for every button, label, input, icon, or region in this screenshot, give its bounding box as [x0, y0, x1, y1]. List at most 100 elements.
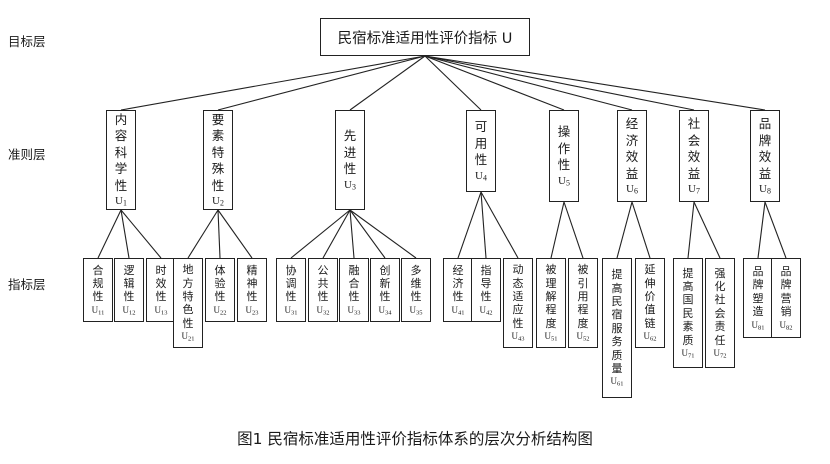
indicator-box-u51-code-letter: U — [544, 331, 552, 342]
root-goal-box: 民宿标准适用性评价指标 U — [320, 18, 530, 56]
indicator-box-u71-char: 质 — [682, 333, 694, 347]
criterion-to-indicator-line-u22 — [217, 209, 221, 259]
criterion-to-indicator-line-u11 — [97, 209, 122, 259]
criterion-box-u2-code-subscript: 2 — [220, 199, 224, 209]
indicator-box-u31-char: 性 — [285, 290, 297, 304]
criterion-box-u8-code-subscript: 8 — [767, 186, 771, 196]
indicator-box-u51-char: 程 — [545, 303, 557, 317]
indicator-box-u62-char: 链 — [644, 316, 656, 330]
criterion-to-indicator-line-u34 — [349, 209, 386, 259]
indicator-box-u52-code-subscript: 52 — [583, 335, 590, 343]
indicator-box-u71-code: U71 — [682, 348, 695, 359]
indicator-box-u11-char: 合 — [92, 263, 104, 277]
indicator-box-u23-char: 神 — [246, 277, 258, 291]
criterion-box-u3-code: U3 — [344, 179, 356, 192]
criterion-box-u1-char: 学 — [114, 161, 128, 177]
indicator-box-u21-code: U21 — [182, 331, 195, 342]
criterion-box-u3-code-letter: U — [344, 178, 352, 191]
criterion-box-u6-code: U6 — [626, 183, 638, 196]
root-to-criterion-line-u7 — [424, 55, 695, 111]
root-to-criterion-line-u6 — [424, 55, 633, 111]
criterion-box-u5-code: U5 — [558, 175, 570, 188]
indicator-box-u51-label: 被理解程度 — [546, 263, 557, 330]
criterion-box-u3-char: 性 — [343, 161, 357, 177]
indicator-box-u51-char: 度 — [545, 316, 557, 330]
criterion-box-u8-label: 品牌效益 — [759, 116, 772, 182]
indicator-box-u71-code-letter: U — [681, 348, 689, 358]
indicator-box-u13-code-subscript: 13 — [161, 309, 168, 317]
indicator-box-u52-char: 度 — [577, 316, 589, 330]
criterion-to-indicator-line-u81 — [757, 201, 766, 259]
indicator-box-u13-char: 时 — [155, 263, 167, 277]
indicator-box-u41-char: 性 — [452, 290, 464, 304]
criterion-box-u5-code-letter: U — [558, 174, 566, 187]
root-to-criterion-line-u2 — [217, 55, 426, 111]
criterion-box-u2-char: 素 — [211, 128, 225, 144]
indicator-box-u21-char: 色 — [182, 303, 194, 317]
indicator-box-u71-label: 提高国民素质 — [683, 267, 694, 347]
indicator-box-u12-code-letter: U — [122, 304, 130, 315]
criterion-box-u1-char: 容 — [114, 128, 128, 144]
indicator-box-u12-label: 逻辑性 — [124, 264, 135, 304]
indicator-box-u81-char: 造 — [752, 305, 764, 319]
indicator-box-u35-char: 性 — [410, 290, 422, 304]
indicator-box-u72-char: 强 — [714, 266, 726, 280]
indicator-box-u13-char: 效 — [155, 277, 167, 291]
criterion-box-u8-char: 牌 — [758, 132, 772, 148]
indicator-box-u35-char: 维 — [410, 277, 422, 291]
criterion-box-u4-label: 可用性 — [475, 119, 488, 169]
criterion-box-u2-code-letter: U — [212, 195, 220, 208]
indicator-box-u42-char: 指 — [480, 263, 492, 277]
root-to-criterion-line-u1 — [120, 55, 426, 111]
indicator-box-u43-code-letter: U — [511, 331, 519, 342]
indicator-box-u23-code: U23 — [246, 305, 259, 316]
indicator-box-u81-char: 塑 — [752, 291, 764, 305]
criterion-box-u4-code-letter: U — [475, 169, 483, 182]
criterion-box-u1-char: 科 — [114, 144, 128, 160]
criterion-box-u5-char: 性 — [557, 157, 571, 173]
indicator-box-u81-code: U81 — [752, 320, 765, 331]
indicator-box-u51-char: 解 — [545, 290, 557, 304]
indicator-box-u81-char: 品 — [752, 264, 764, 278]
indicator-box-u82-label: 品牌营销 — [781, 265, 792, 319]
criterion-box-u1-code: U1 — [115, 195, 127, 208]
figure-caption: 图1 民宿标准适用性评价指标体系的层次分析结构图 — [237, 430, 593, 448]
indicator-box-u72-char: 任 — [714, 333, 726, 347]
indicator-box-u62-char: 延 — [644, 263, 656, 277]
indicator-box-u11-char: 规 — [92, 277, 104, 291]
criterion-box-u6-char: 益 — [625, 165, 639, 181]
criterion-box-u4-code: U4 — [475, 170, 487, 183]
indicator-box-u72-code-subscript: 72 — [720, 352, 727, 360]
indicator-box-u52-char: 被 — [577, 263, 589, 277]
criterion-to-indicator-line-u42 — [480, 191, 487, 259]
criterion-box-u8-char: 品 — [758, 116, 772, 132]
indicator-box-u61-label: 提高民宿服务质量 — [612, 268, 623, 375]
criterion-box-u7-char: 益 — [687, 165, 701, 181]
indicator-box-u23-label: 精神性 — [247, 264, 258, 304]
indicator-box-u41-code-subscript: 41 — [458, 309, 465, 317]
indicator-box-u61-char: 服 — [611, 321, 623, 335]
indicator-box-u82-char: 牌 — [780, 278, 792, 292]
criterion-box-u4-char: 性 — [474, 152, 488, 168]
indicator-box-u34-code-subscript: 34 — [385, 309, 392, 317]
indicator-box-u34-code: U34 — [379, 305, 392, 316]
criterion-box-u7-char: 会 — [687, 132, 701, 148]
criterion-box-u3-char: 先 — [343, 128, 357, 144]
criterion-to-indicator-line-u72 — [693, 201, 721, 259]
criterion-box-u7-code-subscript: 7 — [696, 186, 700, 196]
indicator-box-u71-char: 高 — [682, 279, 694, 293]
indicator-box-u61-char: 质 — [611, 348, 623, 362]
root-to-criterion-line-u8 — [424, 55, 766, 111]
indicator-box-u43-char: 应 — [512, 303, 524, 317]
